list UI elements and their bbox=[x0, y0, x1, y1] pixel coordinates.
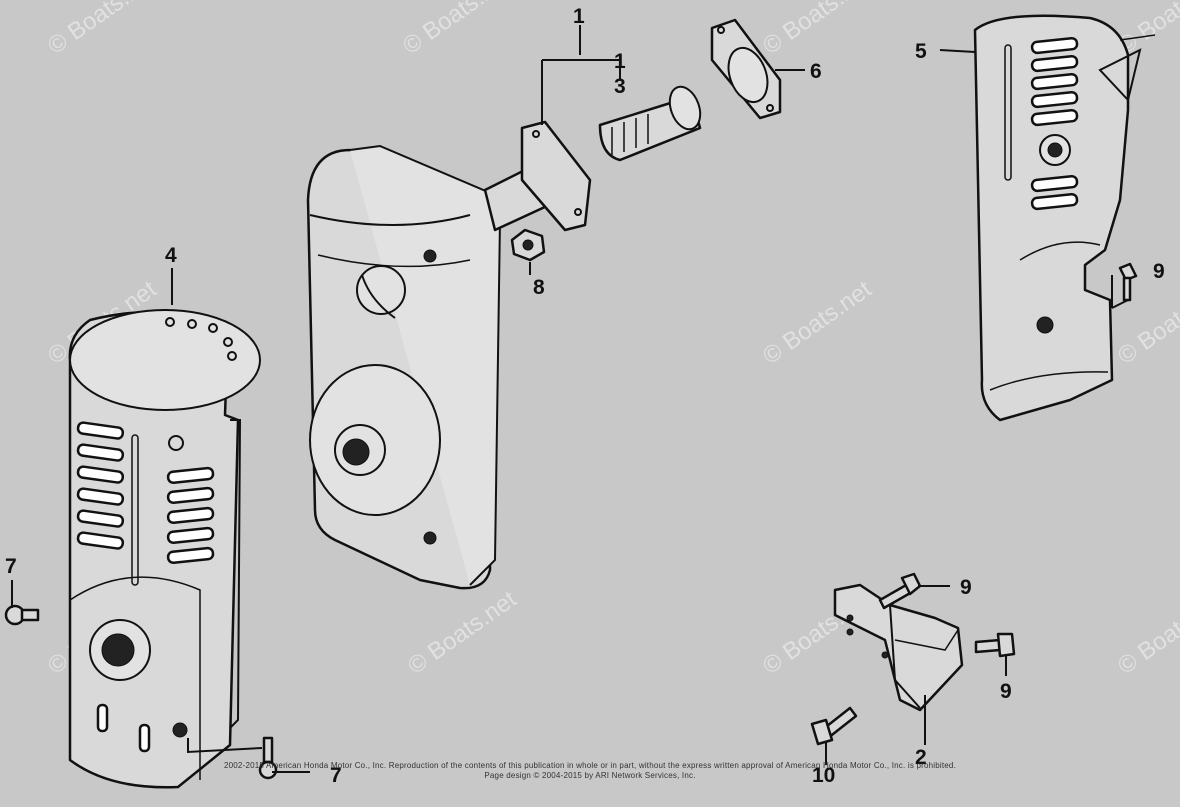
leader-lines bbox=[11, 25, 1129, 773]
callout-7: 7 bbox=[5, 555, 17, 578]
page-design-credit: Page design © 2004-2015 by ARI Network S… bbox=[484, 771, 696, 780]
part-2-bracket bbox=[833, 583, 964, 712]
part-9-bolt-protector bbox=[1118, 262, 1138, 302]
vent-slots-protector bbox=[1030, 36, 1079, 211]
callout-1: 1 bbox=[614, 50, 626, 73]
callout-4: 4 bbox=[165, 244, 177, 267]
part-1-muffler bbox=[306, 120, 592, 590]
copyright-notice: 2002-2015 American Honda Motor Co., Inc.… bbox=[223, 761, 957, 770]
callout-3: 3 bbox=[614, 75, 626, 98]
callout-6: 6 bbox=[810, 60, 822, 83]
callout-7: 7 bbox=[330, 764, 342, 787]
callout-2: 2 bbox=[915, 746, 927, 769]
part-6-gasket bbox=[710, 18, 782, 120]
callout-5: 5 bbox=[915, 40, 927, 63]
watermark-text: © Boats.net bbox=[43, 0, 162, 60]
watermark-text: © Boats.net bbox=[403, 585, 522, 679]
vent-slots-left bbox=[76, 421, 125, 550]
callout-9: 9 bbox=[1153, 260, 1165, 283]
callout-9: 9 bbox=[960, 576, 972, 599]
watermark-text: © Boats.net bbox=[1113, 585, 1180, 679]
callout-9: 9 bbox=[1000, 680, 1012, 703]
part-3-joint-collar bbox=[598, 85, 702, 162]
part-9-bolt-right bbox=[974, 632, 1016, 658]
part-7-bolt-bottom bbox=[258, 736, 278, 780]
part-5-exhaust-protector bbox=[973, 14, 1156, 422]
callout-1: 1 bbox=[573, 5, 585, 28]
part-9-bolt-top bbox=[878, 572, 922, 610]
part-4-muffler-protector bbox=[68, 309, 261, 789]
watermark-text: © Boats.net bbox=[758, 0, 877, 60]
part-7-bolt-left bbox=[4, 604, 40, 626]
part-10-bolt bbox=[810, 706, 858, 746]
callout-10: 10 bbox=[812, 764, 835, 787]
callout-labels: 1 1 3 6 5 4 8 9 7 7 9 9 2 10 bbox=[5, 5, 1165, 787]
callout-8: 8 bbox=[533, 276, 545, 299]
watermark-text: © Boats.net bbox=[398, 0, 517, 60]
watermark-text: © Boats.net bbox=[758, 275, 877, 369]
vent-slots-right bbox=[166, 466, 215, 565]
part-8-nut bbox=[510, 228, 546, 262]
